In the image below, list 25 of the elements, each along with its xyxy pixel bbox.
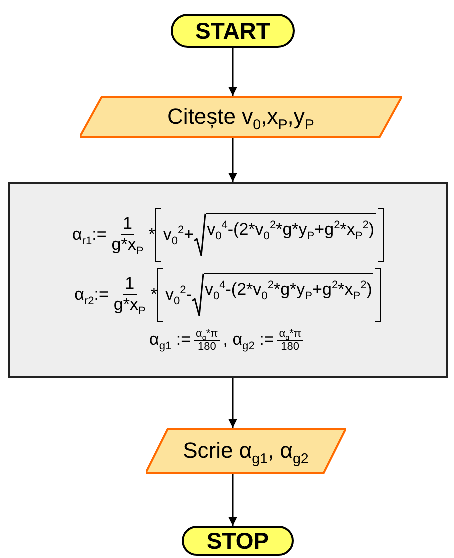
radicand: v$_{0}$$^{4}$-(2*v$_{0}$$^{2}$*g*y$_{P}$+g$^{2}$*x$_{P}$$^{2}$) <box>204 272 374 316</box>
arrow <box>228 378 238 428</box>
formula-text: α$_{r1}$:= <box>72 224 107 244</box>
arrow <box>228 138 238 182</box>
fraction-denominator: 180 <box>196 340 218 352</box>
radicand: v$_{0}$$^{4}$-(2*v$_{0}$$^{2}$*g*y$_{P}$+g$^{2}$*x$_{P}$$^{2}$) <box>206 212 376 256</box>
formula-text: α$_{r2}$:= <box>74 284 109 304</box>
stop-terminal: STOP <box>182 526 294 556</box>
formula-text: v$_{0}$$^{2}$- <box>165 284 192 304</box>
fraction-denominator: g*x$_{P}$ <box>110 235 145 255</box>
fraction-numerator: 1 <box>120 214 134 235</box>
process-box <box>8 182 448 378</box>
node-text: Scrie α$_{g1}$, α$_{g2}$ <box>183 438 309 464</box>
fraction-numerator: 1 <box>123 274 137 295</box>
formula-text: * <box>148 224 156 244</box>
formula-text: v$_{0}$$^{2}$+ <box>163 224 194 244</box>
formula-text: , α$_{g2}$ := <box>223 330 274 350</box>
start-terminal: START <box>171 14 295 48</box>
arrow <box>228 474 238 526</box>
node-text: Citește v$_{0}$,x$_{P}$,y$_{P}$ <box>168 104 314 130</box>
formula-text: α$_{g1}$ := <box>150 330 192 350</box>
formula-text: * <box>150 284 158 304</box>
fraction-denominator: 180 <box>280 340 300 352</box>
fraction-denominator: g*x$_{P}$ <box>112 295 147 315</box>
arrow <box>228 48 238 96</box>
